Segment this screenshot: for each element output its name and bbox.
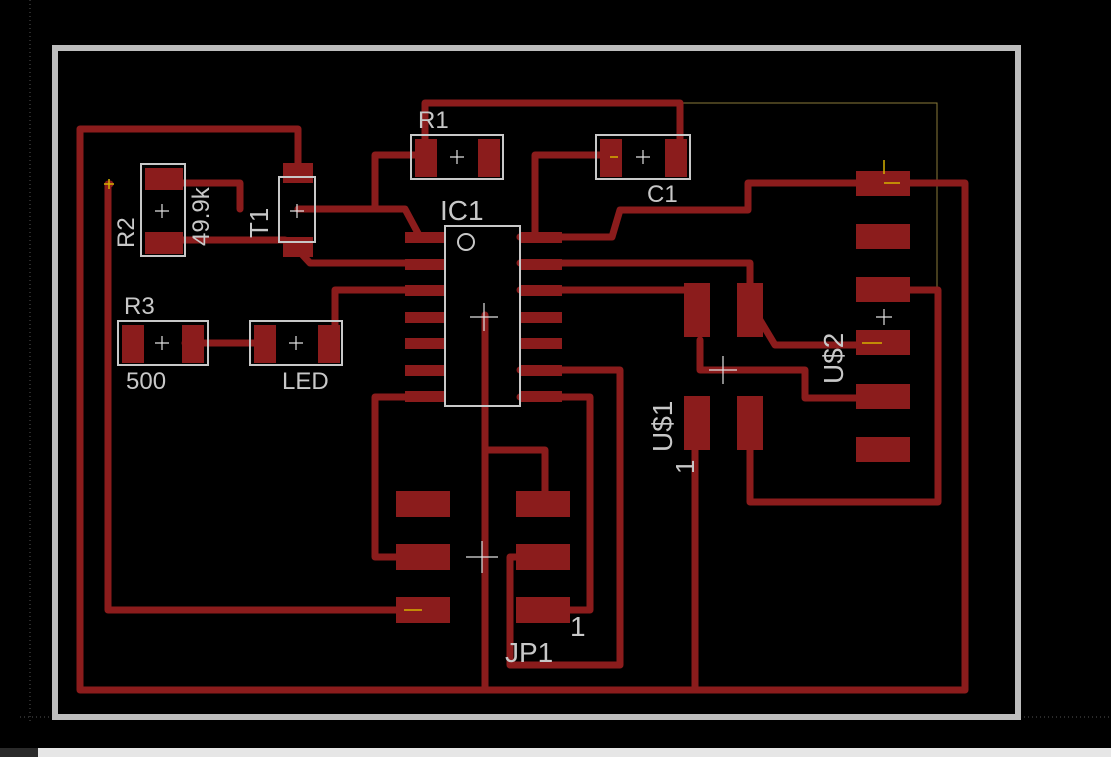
c1-outline: [595, 134, 691, 180]
ic1-pin1-marker: [457, 233, 475, 251]
silkscreen-outlines: [117, 134, 691, 407]
r3-label: R3: [124, 293, 155, 320]
t1-outline: [278, 176, 316, 243]
status-bar: [0, 748, 1111, 757]
dimension-lines: [608, 102, 938, 290]
t1-label: T1: [244, 208, 274, 238]
r1-outline: [410, 134, 504, 180]
board-outline: [52, 45, 1021, 720]
r2-outline: [140, 163, 186, 257]
r1-label: R1: [418, 107, 449, 134]
r3-value-label: 500: [126, 368, 166, 395]
status-bar-left: [0, 748, 38, 757]
us1-pin-label: 1: [670, 460, 700, 474]
grid-guides: [20, 0, 1111, 722]
led-outline: [249, 320, 343, 366]
us2-label: U$2: [818, 333, 849, 384]
r2-label: R2: [113, 217, 140, 248]
led-label: LED: [282, 368, 329, 395]
r3-outline: [117, 320, 209, 366]
jp1-label: JP1: [505, 637, 553, 668]
ic1-label: IC1: [440, 195, 484, 226]
origin-crosses: [155, 150, 892, 573]
jp1-pin-label: 1: [570, 611, 586, 642]
r2-value-label: 49.9k: [188, 186, 215, 246]
copper-pads: [122, 139, 910, 623]
ic1-outline: [444, 225, 521, 407]
c1-label: C1: [647, 181, 678, 208]
us1-label: U$1: [647, 401, 678, 452]
origin-markers: [104, 156, 900, 611]
